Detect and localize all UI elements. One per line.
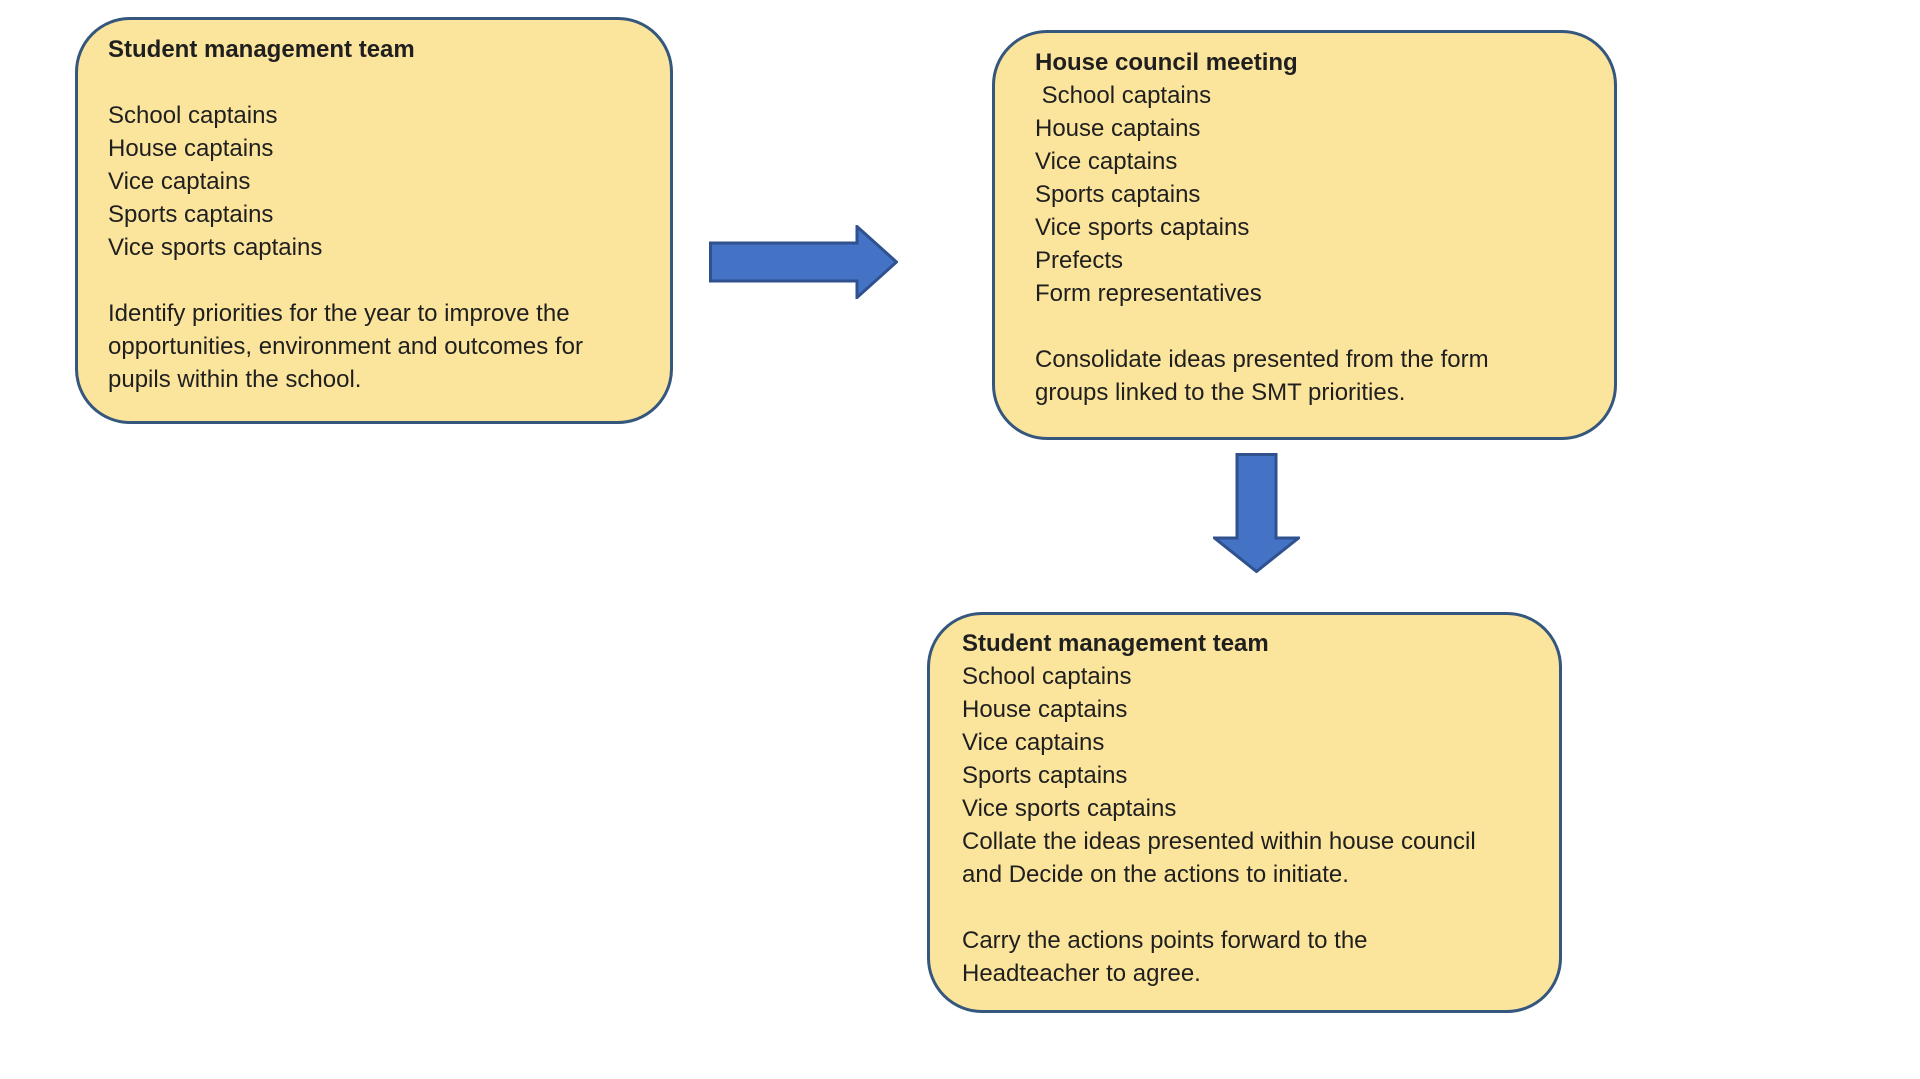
member-item: Vice sports captains bbox=[1035, 214, 1250, 241]
member-item: House captains bbox=[962, 696, 1128, 723]
member-item: House captains bbox=[1035, 115, 1201, 142]
member-item: Sports captains bbox=[108, 201, 274, 228]
member-item: Vice captains bbox=[1035, 148, 1178, 175]
blank-line bbox=[1035, 310, 1599, 343]
box-description-2: Carry the actions points forward to the … bbox=[962, 927, 1368, 987]
member-item: School captains bbox=[1035, 82, 1212, 109]
right-block-arrow-icon bbox=[709, 223, 899, 308]
member-item: Prefects bbox=[1035, 247, 1124, 274]
member-item: Sports captains bbox=[962, 762, 1128, 789]
member-item: Vice captains bbox=[962, 729, 1105, 756]
down-block-arrow-icon bbox=[1210, 453, 1303, 582]
member-item: Vice sports captains bbox=[108, 234, 323, 261]
blank-line bbox=[108, 66, 655, 99]
member-item: Form representatives bbox=[1035, 280, 1262, 307]
member-item: School captains bbox=[108, 102, 278, 129]
member-item: House captains bbox=[108, 135, 274, 162]
blank-line bbox=[962, 891, 1544, 924]
box-title: Student management team bbox=[108, 36, 415, 63]
member-item: Sports captains bbox=[1035, 181, 1201, 208]
box-description: Collate the ideas presented within house… bbox=[962, 828, 1476, 888]
student-management-team-2-box: Student management team School captains … bbox=[927, 612, 1562, 1013]
blank-line bbox=[108, 264, 655, 297]
box-title: House council meeting bbox=[1035, 49, 1298, 76]
member-item: School captains bbox=[962, 663, 1132, 690]
box-description: Consolidate ideas presented from the for… bbox=[1035, 346, 1489, 406]
member-item: Vice captains bbox=[108, 168, 251, 195]
member-item: Vice sports captains bbox=[962, 795, 1177, 822]
student-management-team-box: Student management team School captains … bbox=[75, 17, 673, 424]
box-title: Student management team bbox=[962, 630, 1269, 657]
house-council-meeting-box: House council meeting School captains Ho… bbox=[992, 30, 1617, 440]
box-description: Identify priorities for the year to impr… bbox=[108, 300, 583, 393]
